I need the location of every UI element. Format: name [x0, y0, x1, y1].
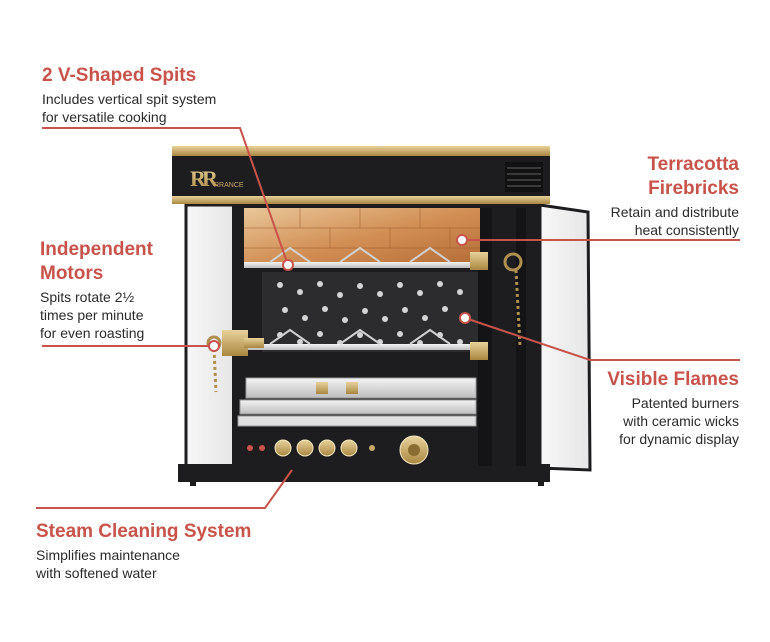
callout-steam-desc: Simplifies maintenance with softened wat…: [36, 547, 180, 581]
callout-spits-title: 2 V-Shaped Spits: [42, 65, 197, 86]
leader-firebricks-dot: [456, 234, 468, 246]
leader-flames-dot: [459, 312, 471, 324]
callout-spits-desc: Includes vertical spit system for versat…: [42, 91, 217, 125]
spit-lower: [244, 328, 488, 360]
svg-text:R: R: [202, 166, 219, 191]
callout-flames: Visible Flames Patented burners with cer…: [539, 368, 739, 448]
callout-firebricks: Terracotta Firebricks Retain and distrib…: [539, 153, 739, 239]
brand-logo: R R RRANCE: [190, 166, 244, 191]
motor-assembly: [206, 330, 264, 393]
vent-grille: [505, 162, 543, 192]
callout-firebricks-desc: Retain and distribute heat consistently: [610, 204, 739, 238]
leader-spits-dot: [282, 259, 294, 271]
spit-upper: [244, 246, 488, 270]
callout-flames-title: Visible Flames: [607, 369, 739, 390]
firebrick-wall: [244, 208, 480, 268]
svg-text:R: R: [190, 166, 207, 191]
leader-lines: [36, 127, 740, 509]
drip-trays: [237, 377, 477, 427]
callout-motors-title: Independent Motors: [40, 239, 153, 284]
leader-flames: [464, 317, 740, 361]
callout-firebricks-title: Terracotta Firebricks: [647, 154, 739, 199]
leader-steam: [36, 469, 293, 509]
cabinet-legs: [190, 478, 544, 486]
top-hood: R R RRANCE: [172, 146, 550, 204]
logo-text: RRANCE: [214, 182, 244, 189]
control-panel: [236, 428, 476, 468]
callout-flames-desc: Patented burners with ceramic wicks for …: [619, 395, 739, 447]
leader-spits: [42, 127, 289, 266]
callout-steam: Steam Cleaning System Simplifies mainten…: [36, 520, 251, 582]
drive-chain-right: [503, 252, 523, 347]
callout-spits: 2 V-Shaped Spits Includes vertical spit …: [42, 64, 216, 126]
callout-motors: Independent Motors Spits rotate 2½ times…: [40, 238, 153, 342]
leader-motors-dot: [208, 340, 220, 352]
callout-steam-title: Steam Cleaning System: [36, 521, 252, 542]
callout-motors-desc: Spits rotate 2½ times per minute for eve…: [40, 289, 145, 341]
